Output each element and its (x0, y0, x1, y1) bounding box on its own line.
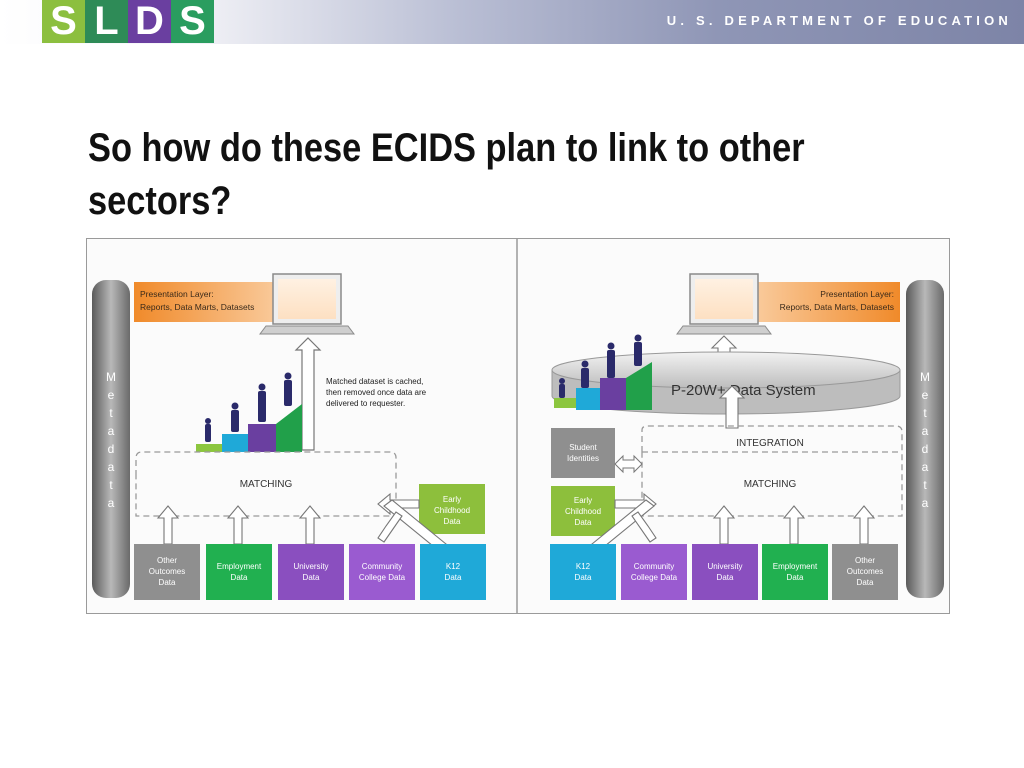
right-early-childhood-label: Childhood (565, 507, 601, 516)
header-bar: S L D S U. S. DEPARTMENT OF EDUCATION (0, 0, 1024, 44)
right-source-box (621, 544, 687, 600)
right-source-label: Data (717, 573, 734, 582)
right-staircase (554, 362, 652, 410)
left-students-silhouettes (205, 372, 292, 442)
right-meta-letter: M (920, 370, 930, 384)
right-meta-letter: a (922, 424, 929, 438)
left-presentation-subtitle: Reports, Data Marts, Datasets (140, 302, 254, 312)
left-meta-letter: M (106, 370, 116, 384)
left-matching-box (135, 451, 397, 517)
right-meta-letter: a (922, 460, 929, 474)
right-identity-arrow (614, 454, 643, 474)
right-source-label: Community (634, 562, 674, 571)
left-source-label: Employment (217, 562, 262, 571)
right-community-arrow (631, 511, 657, 543)
left-source-box (134, 544, 200, 600)
right-source-label: Other (855, 556, 875, 565)
right-source-label: Data (575, 573, 592, 582)
logo-letter-d: D (128, 0, 171, 43)
left-source-label: Community (362, 562, 402, 571)
left-meta-letter: a (108, 424, 115, 438)
right-integration-box (641, 425, 903, 517)
slide-title: So how do these ECIDS plan to link to ot… (88, 126, 805, 223)
left-source-label: Data (159, 578, 176, 587)
right-presentation-subtitle: Reports, Data Marts, Datasets (780, 302, 894, 312)
left-community-arrow (377, 511, 403, 543)
left-cache-note-line3: delivered to requester. (326, 399, 405, 408)
department-name: U. S. DEPARTMENT OF EDUCATION (666, 13, 1012, 28)
left-source-label: Other (157, 556, 177, 565)
right-early-childhood-label: Early (574, 496, 592, 505)
left-source-label: Data (231, 573, 248, 582)
right-student-identities-label: Student (569, 443, 597, 452)
right-meta-letter: a (922, 496, 929, 510)
right-student-identities-box (551, 428, 615, 478)
left-source-label: Data (303, 573, 320, 582)
right-integration-label: INTEGRATION (736, 438, 804, 449)
left-meta-letter: e (108, 388, 115, 402)
right-meta-letter: t (923, 478, 927, 492)
right-up-arrows (712, 505, 876, 545)
right-source-label: Data (857, 578, 874, 587)
left-early-childhood-label: Early (443, 495, 461, 504)
left-metadata-bar (92, 280, 130, 598)
left-panel: M e t a d a t a Presentation Layer: Repo… (92, 273, 486, 600)
right-early-childhood-label: Data (575, 518, 592, 527)
left-source-label: University (293, 562, 328, 571)
right-laptop-icon (676, 273, 772, 335)
left-staircase (196, 404, 302, 452)
right-matching-label: MATCHING (744, 479, 797, 490)
right-source-label: Employment (773, 562, 818, 571)
left-presentation-title: Presentation Layer: (140, 289, 214, 299)
left-cache-note-line2: then removed once data are (326, 388, 427, 397)
right-meta-letter: e (922, 388, 929, 402)
right-source-box (550, 544, 616, 600)
left-early-childhood-box (419, 484, 485, 534)
right-source-label: Data (787, 573, 804, 582)
right-data-system-label: P-20W+ Data System (671, 382, 816, 399)
left-cache-note-line1: Matched dataset is cached, (326, 377, 423, 386)
left-source-label: Outcomes (149, 567, 185, 576)
right-metadata-bar (906, 280, 944, 598)
left-meta-letter: t (109, 478, 113, 492)
left-early-childhood-label: Childhood (434, 506, 470, 515)
left-source-label: College Data (359, 573, 406, 582)
right-early-childhood-box (551, 486, 615, 536)
left-source-box (206, 544, 272, 600)
logo-letter-s1: S (42, 0, 85, 43)
right-source-label: College Data (631, 573, 678, 582)
right-presentation-title: Presentation Layer: (820, 289, 894, 299)
left-matching-label: MATCHING (240, 479, 293, 490)
right-student-identities-label: Identities (567, 454, 599, 463)
ecids-diagram: M e t a d a t a Presentation Layer: Repo… (86, 238, 950, 614)
right-source-label: University (707, 562, 742, 571)
left-meta-letter: t (109, 406, 113, 420)
right-meta-letter: d (922, 442, 929, 456)
left-source-box (420, 544, 486, 600)
left-up-arrows (156, 505, 322, 545)
right-panel: M e t a d a t a Presentation Layer: Repo… (550, 273, 944, 600)
right-students-silhouettes (559, 334, 642, 398)
right-disk-arrow (718, 385, 746, 429)
left-source-box (278, 544, 344, 600)
left-source-label: K12 (446, 562, 461, 571)
right-source-boxes: K12 Data Community College Data Universi… (550, 544, 898, 600)
right-meta-letter: t (923, 406, 927, 420)
left-meta-letter: a (108, 460, 115, 474)
left-meta-letter: a (108, 496, 115, 510)
logo-letter-l: L (85, 0, 128, 43)
logo-letter-s2: S (171, 0, 214, 43)
right-source-box (832, 544, 898, 600)
left-meta-letter: d (108, 442, 115, 456)
left-early-childhood-label: Data (444, 517, 461, 526)
left-source-box (349, 544, 415, 600)
right-source-label: Outcomes (847, 567, 883, 576)
left-source-boxes: Other Outcomes Data Employment Data Univ… (134, 544, 486, 600)
left-source-label: Data (445, 573, 462, 582)
slds-logo: S L D S (42, 0, 214, 44)
right-source-box (692, 544, 758, 600)
right-source-box (762, 544, 828, 600)
right-source-label: K12 (576, 562, 591, 571)
left-laptop-icon (259, 273, 355, 335)
